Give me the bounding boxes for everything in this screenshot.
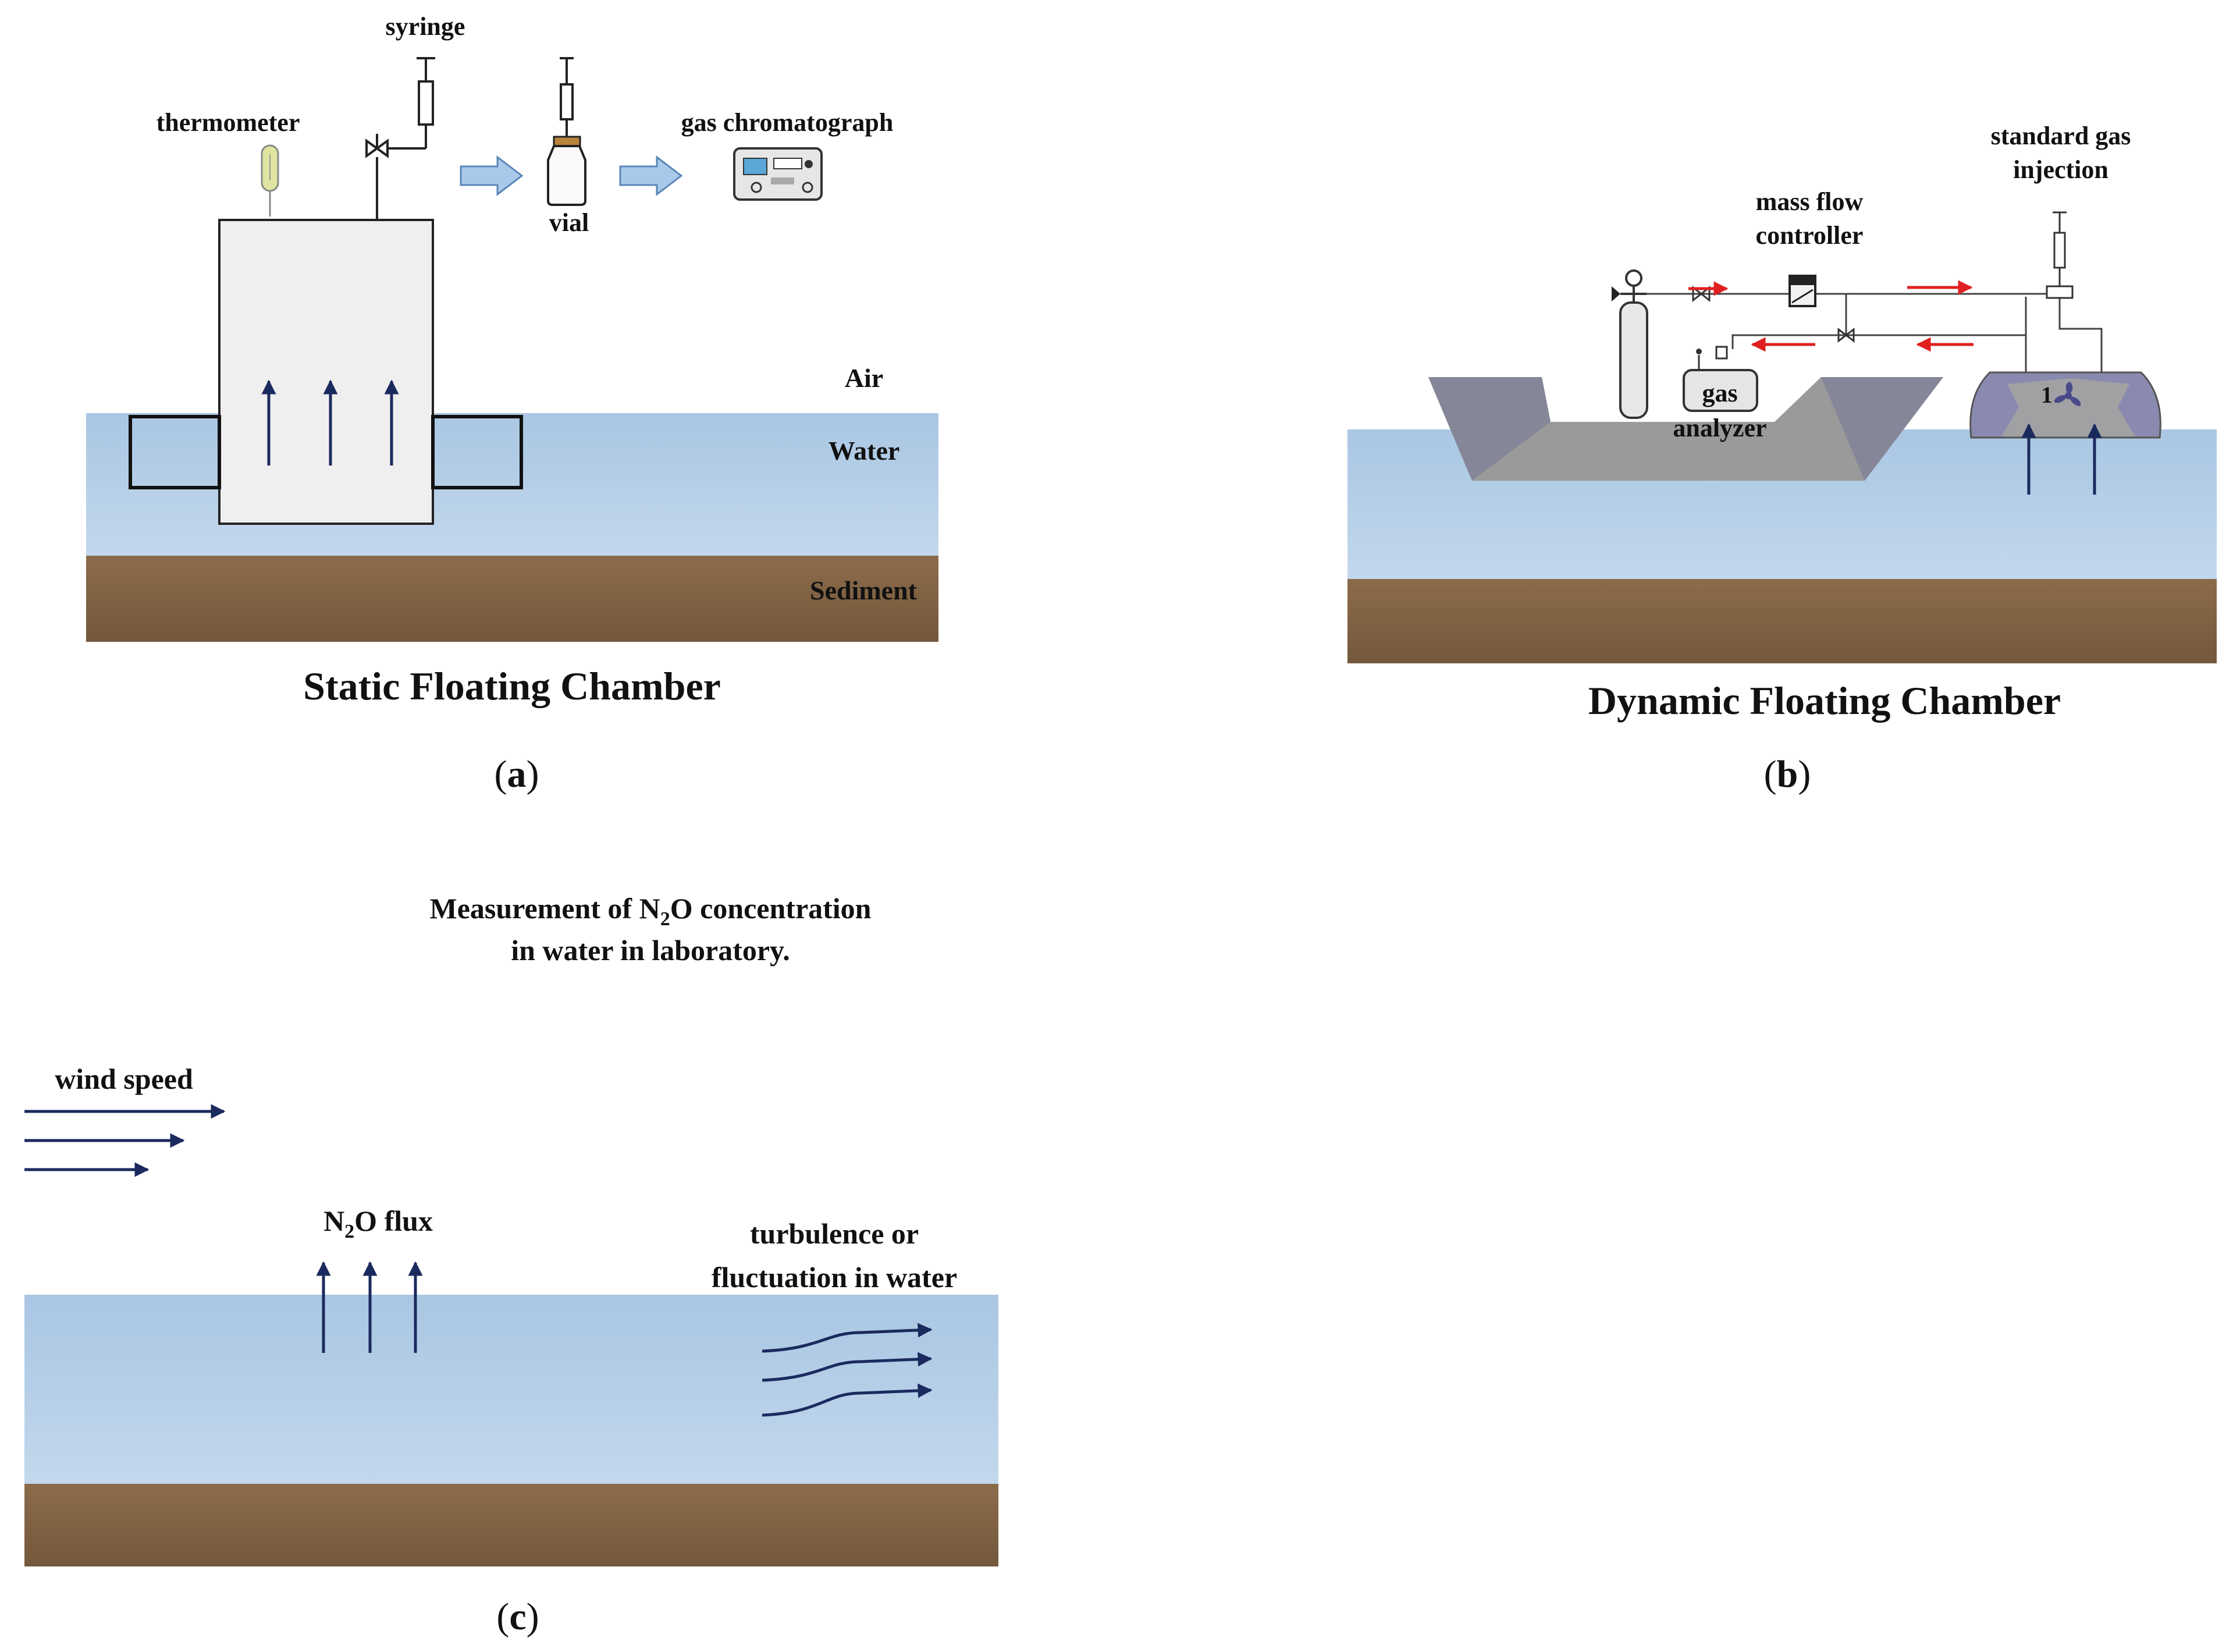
panel-b-sediment xyxy=(1347,579,2217,663)
valve-2-icon xyxy=(1837,327,1855,343)
mass-flow-controller-icon xyxy=(1788,275,1816,307)
label-turbulence-2: fluctuation in water xyxy=(712,1261,957,1294)
float-right xyxy=(431,415,523,489)
panel-b: 1 xyxy=(1347,122,2217,795)
gas-chromatograph-icon xyxy=(733,147,823,201)
panel-c-sediment xyxy=(24,1484,998,1566)
label-n2o-flux: N2O flux xyxy=(323,1205,433,1242)
label-gas-analyzer-2: analyzer xyxy=(1673,414,1766,442)
tubing xyxy=(1647,293,2103,372)
thermometer-icon xyxy=(261,144,279,216)
panel-b-title: Dynamic Floating Chamber xyxy=(1588,678,2061,723)
label-water: Water xyxy=(829,436,900,466)
panel-c-water xyxy=(24,1295,998,1487)
label-syringe: syringe xyxy=(386,12,465,41)
label-mass-flow-1: mass flow xyxy=(1756,187,1864,216)
panel-b-label: (b) xyxy=(1764,753,1811,795)
label-wind-speed: wind speed xyxy=(55,1063,193,1095)
float-left xyxy=(129,415,221,489)
label-standard-gas-1: standard gas xyxy=(1991,122,2131,150)
turbulence-arrow-3 xyxy=(762,1383,933,1417)
boat xyxy=(1428,377,1943,481)
turbulence-arrow-2 xyxy=(762,1352,933,1382)
turbulence-arrow-1 xyxy=(762,1323,933,1353)
gas-analyzer-icon xyxy=(1683,346,1758,412)
process-arrow-1 xyxy=(460,155,524,197)
lab-note-line-2: in water in laboratory. xyxy=(511,934,790,967)
gas-cylinder-icon xyxy=(1612,269,1648,419)
label-vial: vial xyxy=(549,208,589,237)
dynamic-chamber: 1 xyxy=(1969,371,2161,439)
label-mass-flow-2: controller xyxy=(1756,221,1864,250)
panel-c: Measurement of N2O concentration in wate… xyxy=(24,892,998,1638)
vial-icon xyxy=(547,57,586,206)
label-gas-analyzer-1: gas xyxy=(1702,379,1737,407)
panel-a: syringe thermometer gas chromatograph vi… xyxy=(86,12,938,795)
panel-a-sediment xyxy=(86,556,938,642)
fan-number-label: 1 xyxy=(2041,382,2053,408)
label-standard-gas-2: injection xyxy=(2013,155,2108,184)
injection-syringe-icon xyxy=(2046,211,2074,299)
label-gas-chromatograph: gas chromatograph xyxy=(681,108,894,137)
process-arrow-2 xyxy=(619,155,683,197)
static-chamber xyxy=(218,219,434,525)
label-thermometer: thermometer xyxy=(157,108,300,137)
label-air: Air xyxy=(845,363,883,393)
lab-note-line-1: Measurement of N2O concentration xyxy=(430,892,872,930)
label-sediment: Sediment xyxy=(810,575,918,605)
fan-icon xyxy=(2054,382,2081,406)
syringe-icon xyxy=(365,57,435,220)
panel-a-title: Static Floating Chamber xyxy=(303,664,721,708)
panel-a-label: (a) xyxy=(495,753,539,795)
panel-c-label: (c) xyxy=(496,1596,539,1638)
label-turbulence-1: turbulence or xyxy=(750,1217,919,1250)
